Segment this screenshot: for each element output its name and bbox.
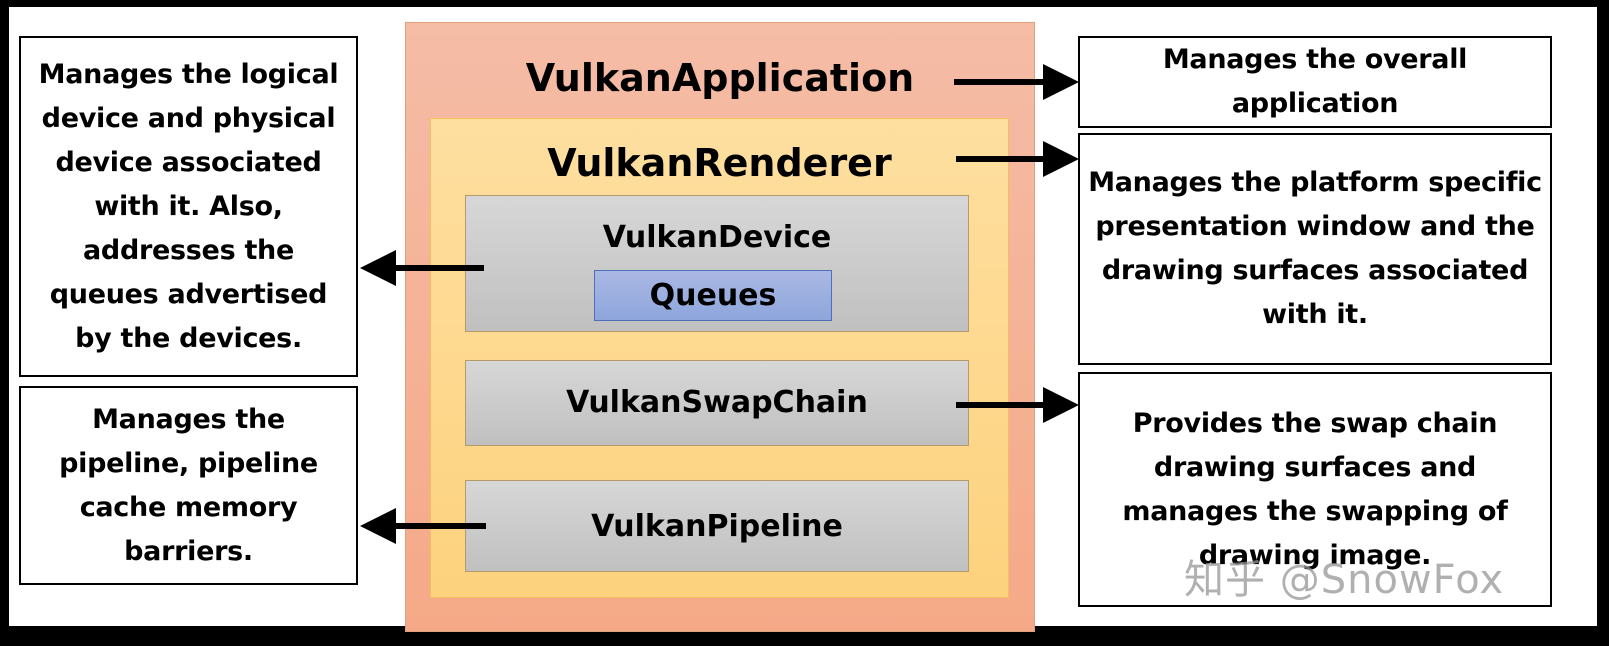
vulkan-device-label: VulkanDevice bbox=[602, 220, 832, 255]
device-description-box: Manages the logical device and physical … bbox=[19, 36, 358, 377]
queues-box: Queues bbox=[594, 270, 832, 321]
connector-arrows bbox=[360, 64, 1079, 544]
swapchain-description-text: Provides the swap chain drawing surfaces… bbox=[1122, 407, 1508, 571]
vulkan-swapchain-box: VulkanSwapChain bbox=[465, 360, 969, 446]
vulkan-pipeline-box: VulkanPipeline bbox=[465, 480, 969, 572]
watermark: 知乎 @SnowFox bbox=[1184, 557, 1505, 603]
vulkan-pipeline-label: VulkanPipeline bbox=[591, 509, 843, 544]
pipeline-description-text: Manages the pipeline, pipeline cache mem… bbox=[59, 403, 318, 567]
application-description-text: Manages the overall application bbox=[1162, 44, 1468, 119]
vulkan-application-label: VulkanApplication bbox=[525, 56, 915, 100]
vulkan-swapchain-label: VulkanSwapChain bbox=[566, 385, 868, 420]
renderer-description-box: Manages the platform specific presentati… bbox=[1078, 133, 1552, 365]
device-description-text: Manages the logical device and physical … bbox=[38, 58, 339, 354]
queues-label: Queues bbox=[649, 278, 777, 313]
application-description-box: Manages the overall application bbox=[1078, 36, 1552, 128]
vulkan-renderer-label: VulkanRenderer bbox=[547, 141, 892, 185]
diagram-canvas: VulkanApplication VulkanRenderer VulkanD… bbox=[9, 7, 1597, 632]
swapchain-description-box: Provides the swap chain drawing surfaces… bbox=[1078, 372, 1552, 607]
pipeline-description-box: Manages the pipeline, pipeline cache mem… bbox=[19, 386, 358, 585]
renderer-description-text: Manages the platform specific presentati… bbox=[1088, 167, 1542, 330]
